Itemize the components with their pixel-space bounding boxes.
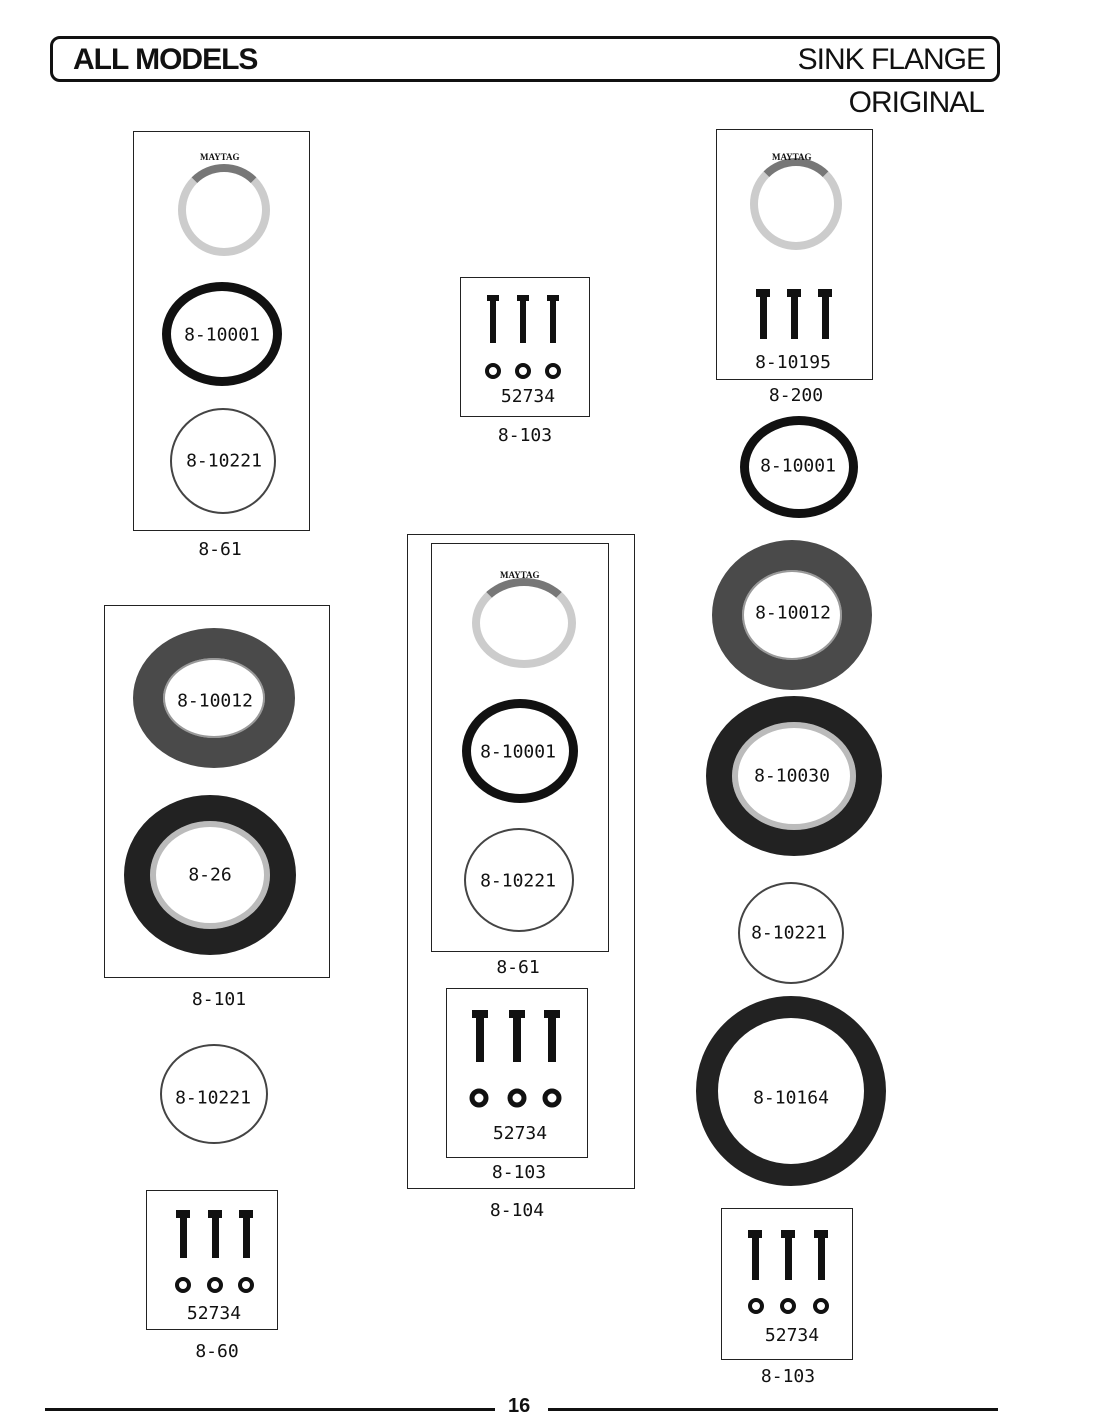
kit-part-number: 52734 [186, 1303, 242, 1324]
maytag-logo-text: MAYTAG [772, 152, 812, 162]
ring-part-number: 8-10030 [754, 765, 830, 787]
o-ring [162, 282, 282, 386]
gasket-ring [738, 882, 844, 984]
gasket-ring [170, 408, 276, 514]
footer-rule-left [45, 1408, 495, 1411]
footer-rule-right [548, 1408, 998, 1411]
screws-icon [748, 1230, 829, 1314]
ring-part-number: 8-10221 [186, 450, 262, 472]
part-frame-8-61 [133, 131, 310, 531]
page-header: ALL MODELS SINK FLANGE [50, 36, 1000, 82]
maytag-logo-text: MAYTAG [200, 152, 240, 162]
escutcheon-ring [472, 578, 576, 668]
assembly-label: 8-61 [198, 539, 242, 560]
ring-part-number: 8-10012 [755, 602, 831, 624]
o-ring [740, 416, 858, 518]
ring-part-number: 8-26 [188, 864, 232, 886]
part-frame-8-60 [146, 1190, 278, 1330]
assembly-label: 8-101 [191, 989, 247, 1010]
ring-part-number: 8-10012 [177, 690, 253, 712]
assembly-label: 8-61 [496, 957, 540, 978]
kit-part-number: 52734 [492, 1123, 548, 1144]
page-number: 16 [508, 1395, 531, 1417]
part-frame-8-61 [431, 543, 609, 952]
ring-part-number: 8-10001 [184, 324, 260, 346]
screws-icon [469, 1010, 562, 1108]
ring-part-number: 8-10221 [480, 870, 556, 892]
assembly-label: 8-60 [195, 1341, 239, 1362]
ring-part-number: 8-10001 [480, 741, 556, 763]
kit-part-number: 8-10195 [755, 352, 831, 373]
part-frame-8-103 [446, 988, 588, 1158]
escutcheon-ring [178, 164, 270, 256]
gasket-ring [160, 1044, 268, 1144]
screws-icon [756, 289, 832, 339]
part-frame-8-103 [460, 277, 590, 417]
assembly-label: 8-103 [760, 1366, 816, 1387]
ring-part-number: 8-10221 [175, 1087, 251, 1109]
assembly-label: 8-103 [497, 425, 553, 446]
screws-icon [175, 1210, 254, 1293]
maytag-logo-text: MAYTAG [500, 570, 540, 580]
o-ring [462, 699, 578, 803]
assembly-label: 8-200 [768, 385, 824, 406]
header-subtitle: ORIGINAL [848, 86, 985, 119]
gasket-ring [464, 828, 574, 932]
kit-part-number: 52734 [764, 1325, 820, 1346]
ring-part-number: 8-10001 [760, 455, 836, 477]
header-right-title: SINK FLANGE [797, 43, 986, 76]
screws-icon [485, 295, 561, 379]
ring-part-number: 8-10164 [753, 1087, 829, 1109]
part-frame-8-101 [104, 605, 330, 978]
ring-part-number: 8-10221 [751, 922, 827, 944]
part-frame-8-103 [721, 1208, 853, 1360]
escutcheon-ring [750, 158, 842, 250]
header-left-title: ALL MODELS [73, 43, 258, 76]
assembly-label: 8-103 [491, 1162, 547, 1183]
assembly-label: 8-104 [489, 1200, 545, 1221]
part-frame-8-104 [407, 534, 635, 1189]
kit-part-number: 52734 [500, 386, 556, 407]
part-frame-8-200 [716, 129, 873, 380]
